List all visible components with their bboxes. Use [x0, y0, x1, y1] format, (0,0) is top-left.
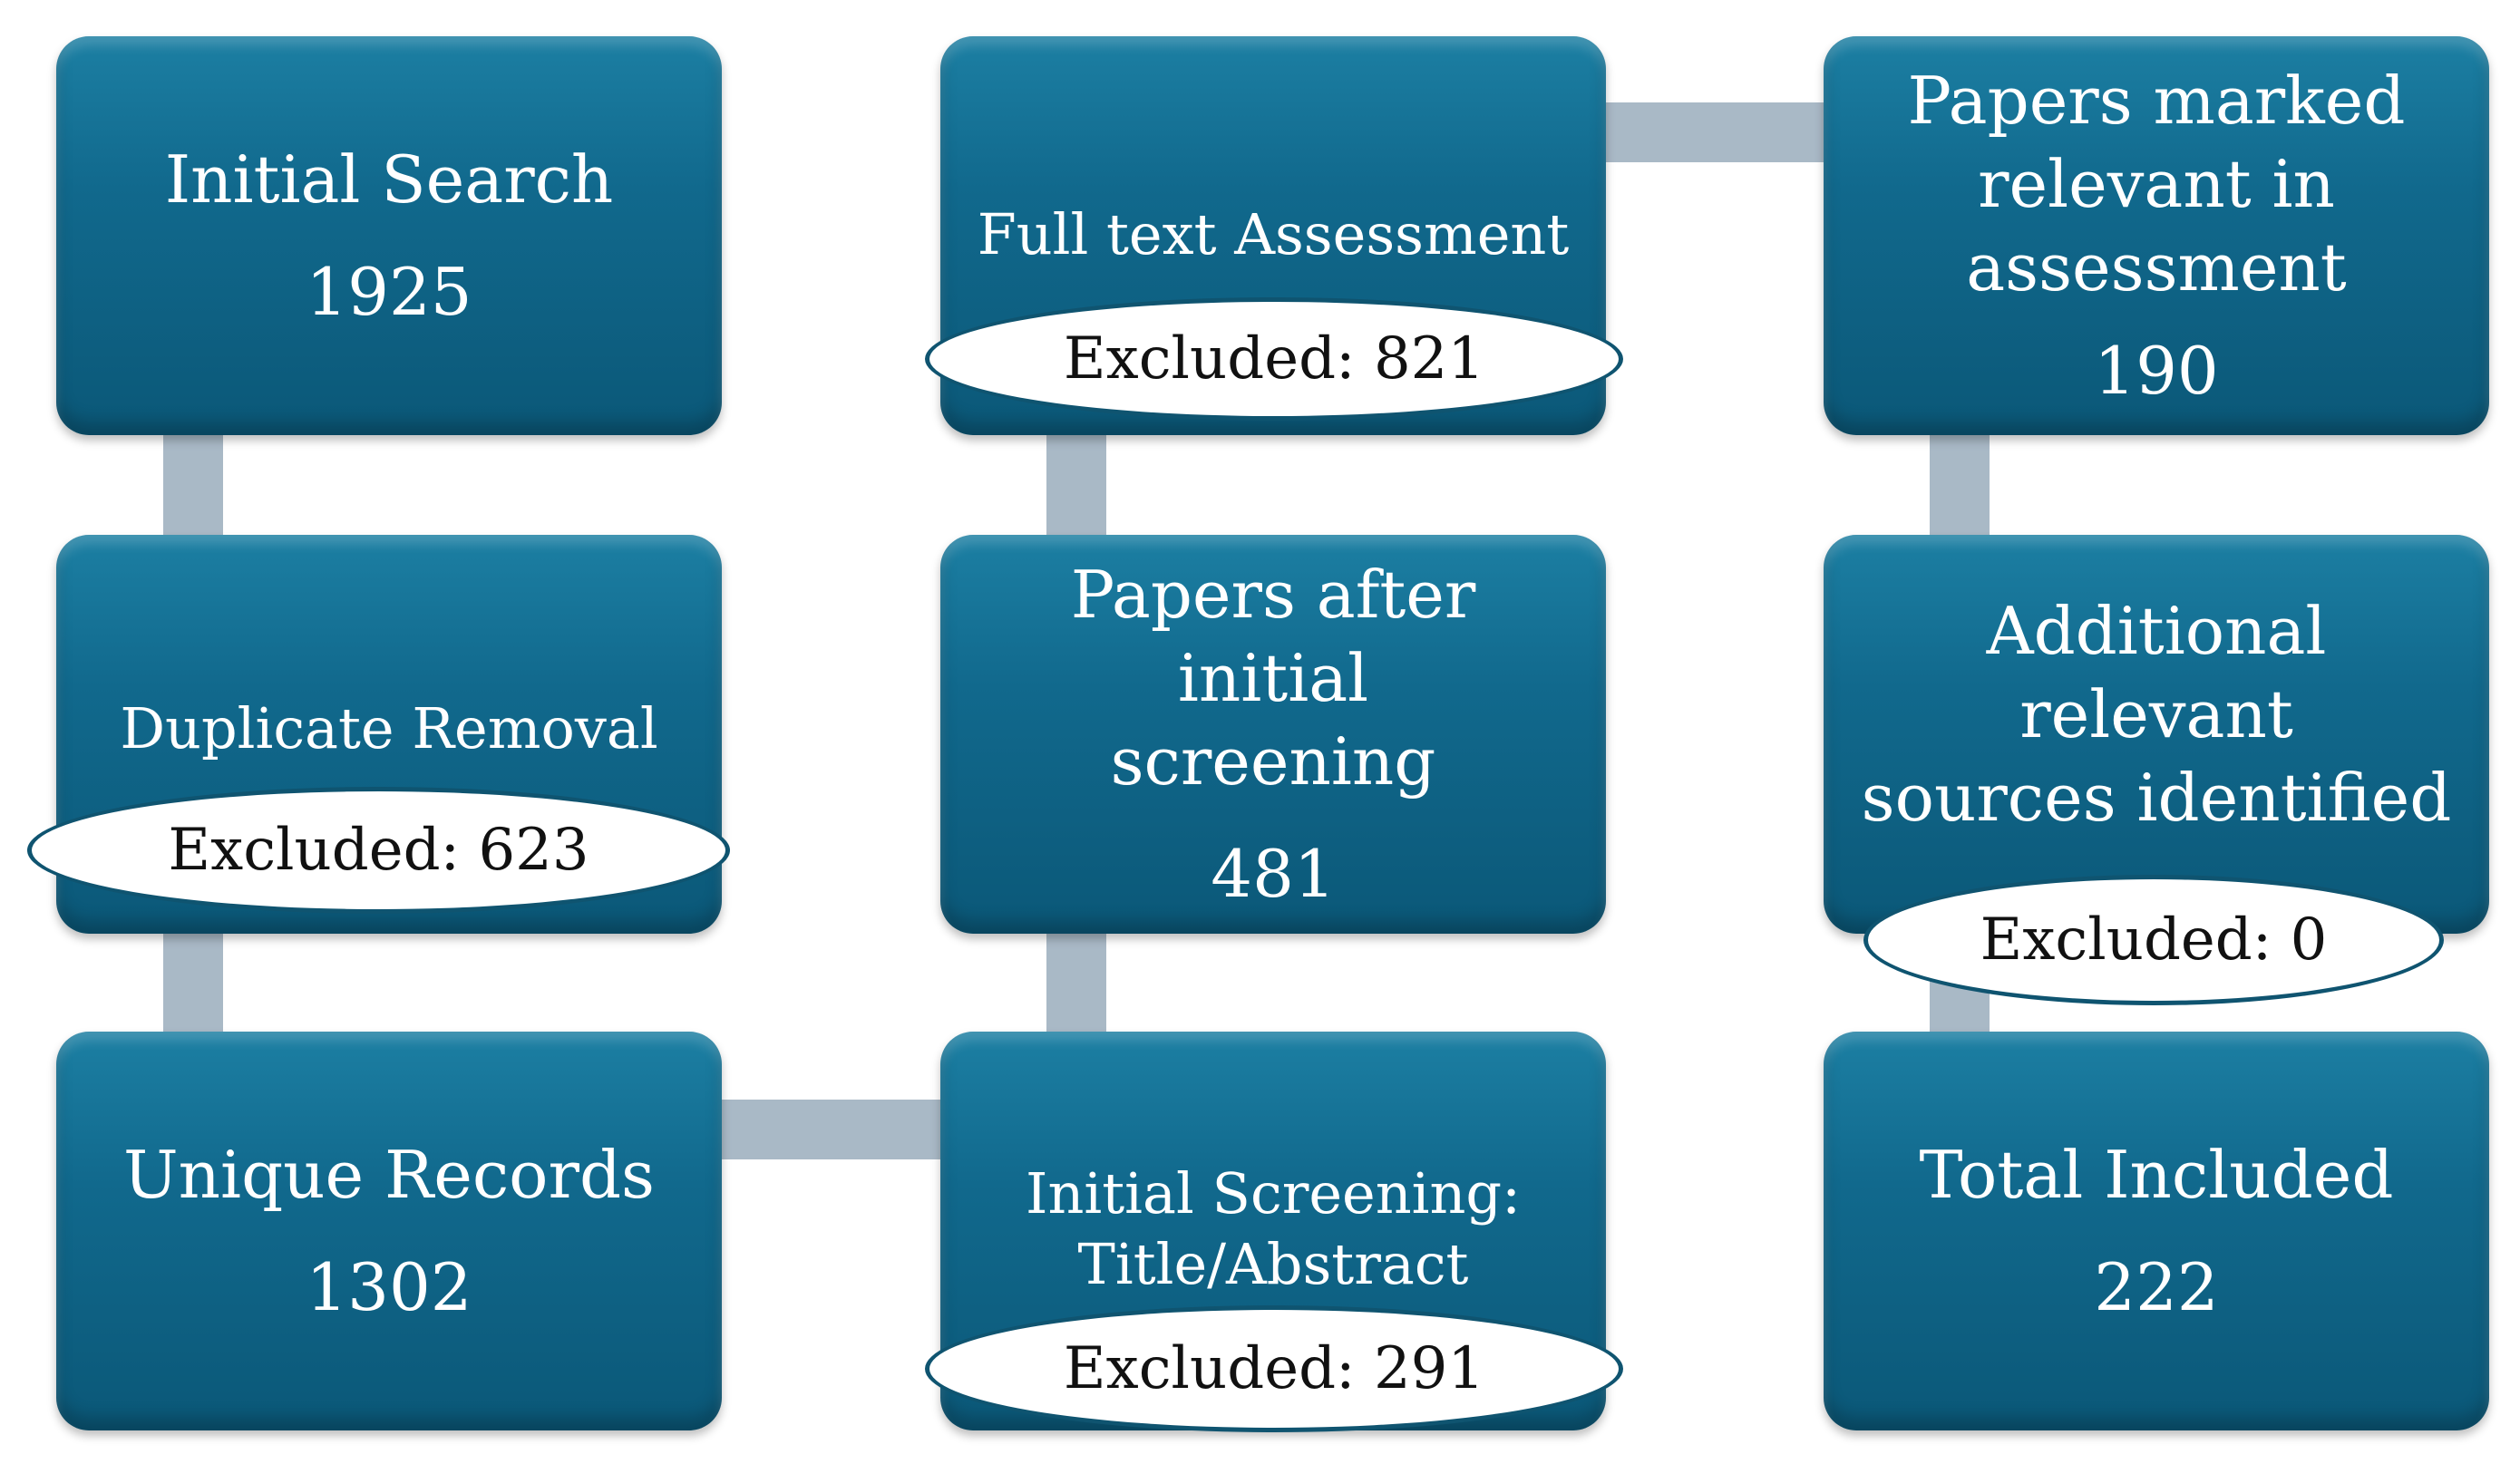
node-title: Initial Search [164, 141, 614, 218]
connector-relevant-to-additional [1930, 426, 1990, 544]
node-title: Papers marked relevant in assessment [1907, 63, 2406, 305]
excluded-badge-additional: Excluded: 0 [1863, 875, 2444, 1005]
excluded-badge-duplicates: Excluded: 623 [27, 787, 730, 914]
connector-papers-to-fulltext [1046, 426, 1106, 544]
node-unique-records: Unique Records 1302 [56, 1032, 722, 1430]
node-count: 190 [2094, 333, 2219, 409]
node-count: 1302 [306, 1249, 472, 1325]
node-papers-after-screening: Papers after initial screening 481 [940, 535, 1606, 934]
node-title: Duplicate Removal [120, 695, 658, 761]
node-title: Unique Records [123, 1137, 655, 1213]
excluded-badge-fulltext: Excluded: 821 [925, 297, 1623, 421]
connector-unique-to-screening [721, 1100, 948, 1159]
excluded-badge-screening: Excluded: 291 [925, 1305, 1623, 1432]
node-papers-marked-relevant: Papers marked relevant in assessment 190 [1824, 36, 2489, 435]
node-title: Full text Assessment [977, 201, 1570, 267]
node-count: 222 [2094, 1249, 2219, 1325]
node-title: Total Included [1919, 1137, 2394, 1213]
connector-screening-to-papers [1046, 925, 1106, 1042]
connector-search-to-duplicate [163, 426, 223, 544]
connector-fulltext-to-relevant [1605, 102, 1832, 162]
node-initial-search: Initial Search 1925 [56, 36, 722, 435]
node-count: 481 [1211, 836, 1336, 912]
node-title: Additional relevant sources identified [1861, 593, 2452, 836]
node-title: Papers after initial screening [1070, 557, 1476, 800]
node-total-included: Total Included 222 [1824, 1032, 2489, 1430]
connector-duplicate-to-unique [163, 925, 223, 1042]
node-title: Initial Screening: Title/Abstract [1026, 1160, 1521, 1297]
node-count: 1925 [306, 254, 472, 330]
node-additional-sources: Additional relevant sources identified 3… [1824, 535, 2489, 945]
